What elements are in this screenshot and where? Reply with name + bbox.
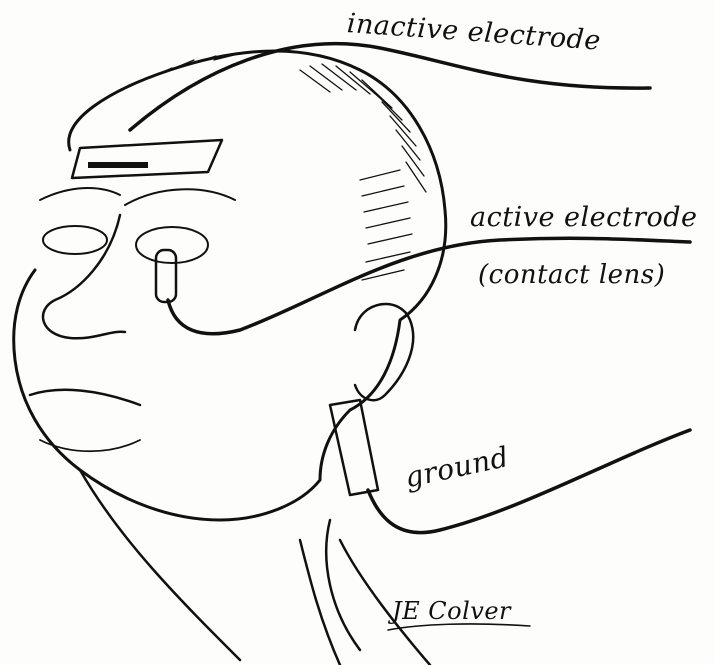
left-eye: [43, 226, 107, 254]
active-electrode-label: active electrode: [470, 202, 698, 233]
contact-lens-electrode: [156, 250, 176, 302]
contact-lens-label: (contact lens): [478, 260, 665, 290]
forehead-electrode-patch: [72, 140, 222, 178]
hand: [300, 520, 360, 665]
neck-front: [80, 470, 240, 660]
right-eye: [136, 227, 208, 263]
nose: [43, 215, 125, 338]
right-brow: [125, 189, 235, 205]
artist-signature: JE Colver: [392, 597, 511, 625]
inactive-electrode-wire: [130, 44, 650, 130]
chin-line: [40, 440, 140, 451]
mouth: [30, 390, 140, 405]
ear-clip-electrode: [330, 400, 378, 495]
left-brow: [40, 188, 120, 200]
